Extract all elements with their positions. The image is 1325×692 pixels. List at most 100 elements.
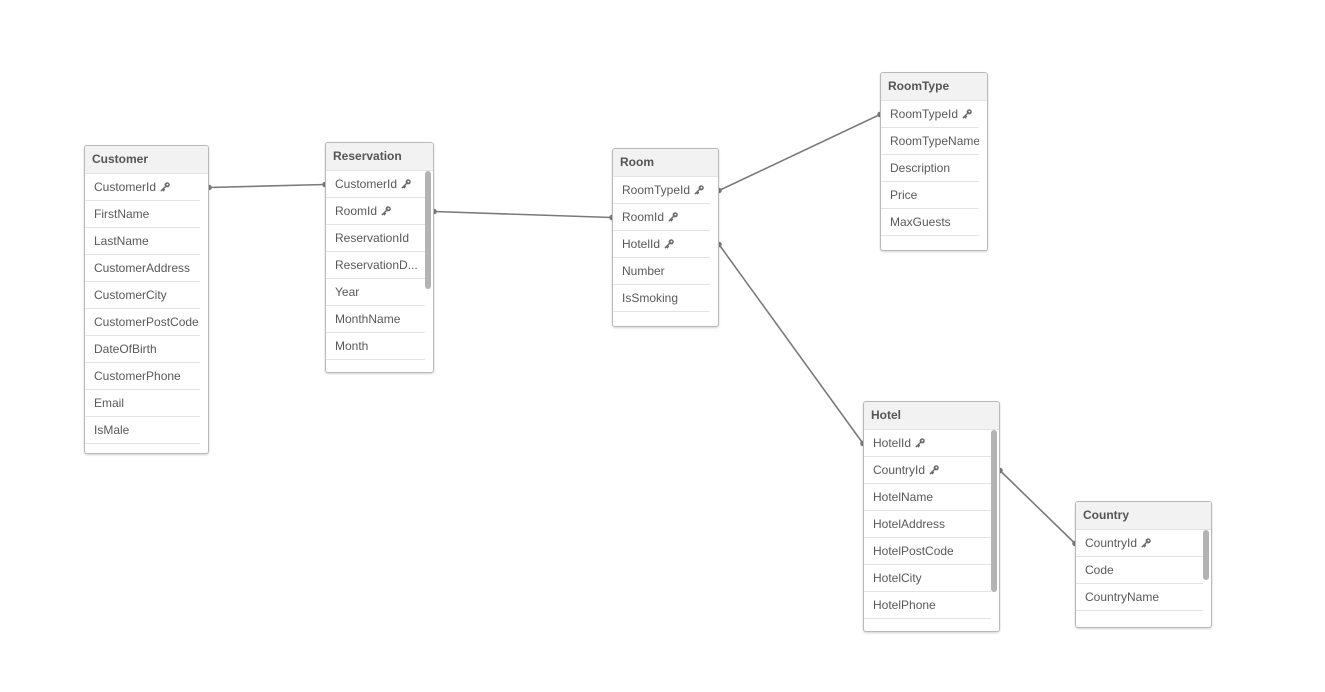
field-label: Description (890, 161, 951, 175)
field-row[interactable]: Description (881, 155, 979, 182)
field-row[interactable]: LastName (85, 228, 200, 255)
field-row[interactable]: RoomId (613, 204, 710, 231)
association-line (718, 244, 864, 444)
field-row[interactable]: HotelPostCode (864, 538, 991, 565)
field-row[interactable]: HotelName (864, 484, 991, 511)
association-line (208, 183, 326, 189)
field-row[interactable]: Number (613, 258, 710, 285)
field-row[interactable]: RoomTypeId (881, 101, 979, 128)
field-label: HotelPhone (873, 598, 936, 612)
field-label: HotelId (873, 436, 912, 450)
key-icon (929, 458, 940, 483)
field-row[interactable]: DateOfBirth (85, 336, 200, 363)
key-icon (668, 205, 679, 230)
scrollbar[interactable] (991, 430, 997, 592)
field-row[interactable]: MaxGuests (881, 209, 979, 236)
scrollbar[interactable] (1203, 530, 1209, 580)
field-label: RoomId (622, 210, 665, 224)
field-row[interactable]: Email (85, 390, 200, 417)
field-row[interactable]: Year (326, 279, 425, 306)
key-icon (915, 431, 926, 456)
field-row[interactable]: ReservationD... (326, 252, 425, 279)
field-label: RoomId (335, 204, 378, 218)
field-row[interactable]: Month (326, 333, 425, 360)
key-icon (694, 178, 705, 203)
field-label: CustomerPhone (94, 369, 181, 383)
field-row[interactable]: IsSmoking (613, 285, 710, 312)
field-row[interactable]: CustomerPostCode (85, 309, 200, 336)
field-label: Number (622, 264, 665, 278)
field-row[interactable]: IsMale (85, 417, 200, 444)
table-title: Hotel (864, 402, 999, 430)
table-title: Country (1076, 502, 1211, 530)
field-row[interactable]: FirstName (85, 201, 200, 228)
field-row[interactable]: CustomerPhone (85, 363, 200, 390)
key-icon (160, 175, 171, 200)
table-title: Customer (85, 146, 208, 174)
field-row[interactable]: HotelPhone (864, 592, 991, 619)
scrollbar[interactable] (425, 171, 431, 289)
field-row[interactable]: Code (1076, 557, 1203, 584)
field-row[interactable]: HotelAddress (864, 511, 991, 538)
field-label: LastName (94, 234, 149, 248)
field-label: Year (335, 285, 360, 299)
field-label: ReservationD... (335, 258, 418, 272)
field-label: IsMale (94, 423, 130, 437)
field-row[interactable]: RoomId (326, 198, 425, 225)
field-row[interactable]: ReservationId (326, 225, 425, 252)
field-label: HotelPostCode (873, 544, 954, 558)
table-title: Reservation (326, 143, 433, 171)
field-row[interactable]: Price (881, 182, 979, 209)
field-label: CountryId (1085, 536, 1138, 550)
field-row[interactable]: HotelId (864, 430, 991, 457)
key-icon (1141, 531, 1152, 556)
field-label: HotelId (622, 237, 661, 251)
table-title: Room (613, 149, 718, 177)
field-row[interactable]: RoomTypeId (613, 177, 710, 204)
field-row[interactable]: HotelCity (864, 565, 991, 592)
table-title: RoomType (881, 73, 987, 101)
key-icon (401, 172, 412, 197)
field-row[interactable]: CountryId (864, 457, 991, 484)
field-row[interactable]: RoomTypeName (881, 128, 979, 155)
field-label: RoomTypeId (622, 183, 691, 197)
field-row[interactable]: CountryId (1076, 530, 1203, 557)
field-row[interactable]: CustomerId (326, 171, 425, 198)
association-line (718, 113, 881, 192)
field-row[interactable]: HotelId (613, 231, 710, 258)
field-row[interactable]: MonthName (326, 306, 425, 333)
field-label: HotelAddress (873, 517, 946, 531)
field-label: RoomTypeName (890, 134, 979, 148)
field-label: MaxGuests (890, 215, 951, 229)
field-row[interactable]: CustomerId (85, 174, 200, 201)
field-label: ReservationId (335, 231, 410, 245)
field-row[interactable]: CountryName (1076, 584, 1203, 611)
field-label: RoomTypeId (890, 107, 959, 121)
field-row[interactable]: CustomerAddress (85, 255, 200, 282)
key-icon (962, 102, 973, 127)
field-row[interactable]: CustomerCity (85, 282, 200, 309)
field-label: Price (890, 188, 918, 202)
field-label: FirstName (94, 207, 150, 221)
field-label: Month (335, 339, 369, 353)
field-label: MonthName (335, 312, 401, 326)
field-label: HotelName (873, 490, 934, 504)
field-label: CountryId (873, 463, 926, 477)
association-line (999, 469, 1076, 545)
association-line (433, 210, 613, 219)
field-label: CustomerId (94, 180, 157, 194)
field-label: CustomerCity (94, 288, 167, 302)
